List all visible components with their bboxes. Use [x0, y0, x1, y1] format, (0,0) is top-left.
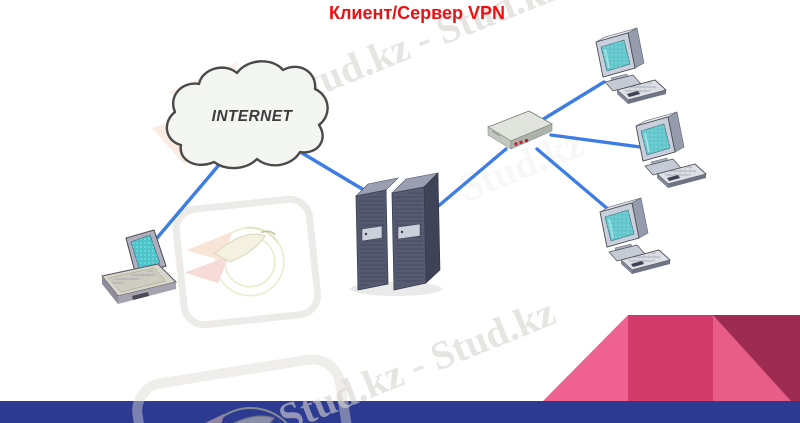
workstation-2	[635, 111, 707, 189]
switch-led	[519, 140, 523, 144]
link-switch-workstation2	[549, 133, 642, 149]
internet-cloud: INTERNET	[165, 60, 329, 170]
switch-led	[514, 142, 518, 146]
page-title: Клиент/Сервер VPN	[328, 3, 506, 23]
link-switch-workstation3	[535, 147, 611, 212]
pink-triangle-mid	[713, 315, 791, 401]
network-switch	[487, 110, 553, 150]
pink-triangle-light	[543, 315, 628, 401]
vpn-server	[350, 172, 442, 296]
pink-rect-crimson	[628, 315, 713, 401]
laptop-client	[101, 229, 177, 304]
link-server-switch	[434, 147, 508, 210]
link-laptop-internet	[155, 157, 226, 240]
switch-led	[524, 138, 529, 143]
workstation-3	[599, 197, 671, 275]
link-switch-workstation1	[540, 80, 606, 122]
cloud-shape	[165, 60, 329, 170]
cloud-label: INTERNET	[212, 108, 294, 125]
workstation-1	[595, 27, 667, 105]
